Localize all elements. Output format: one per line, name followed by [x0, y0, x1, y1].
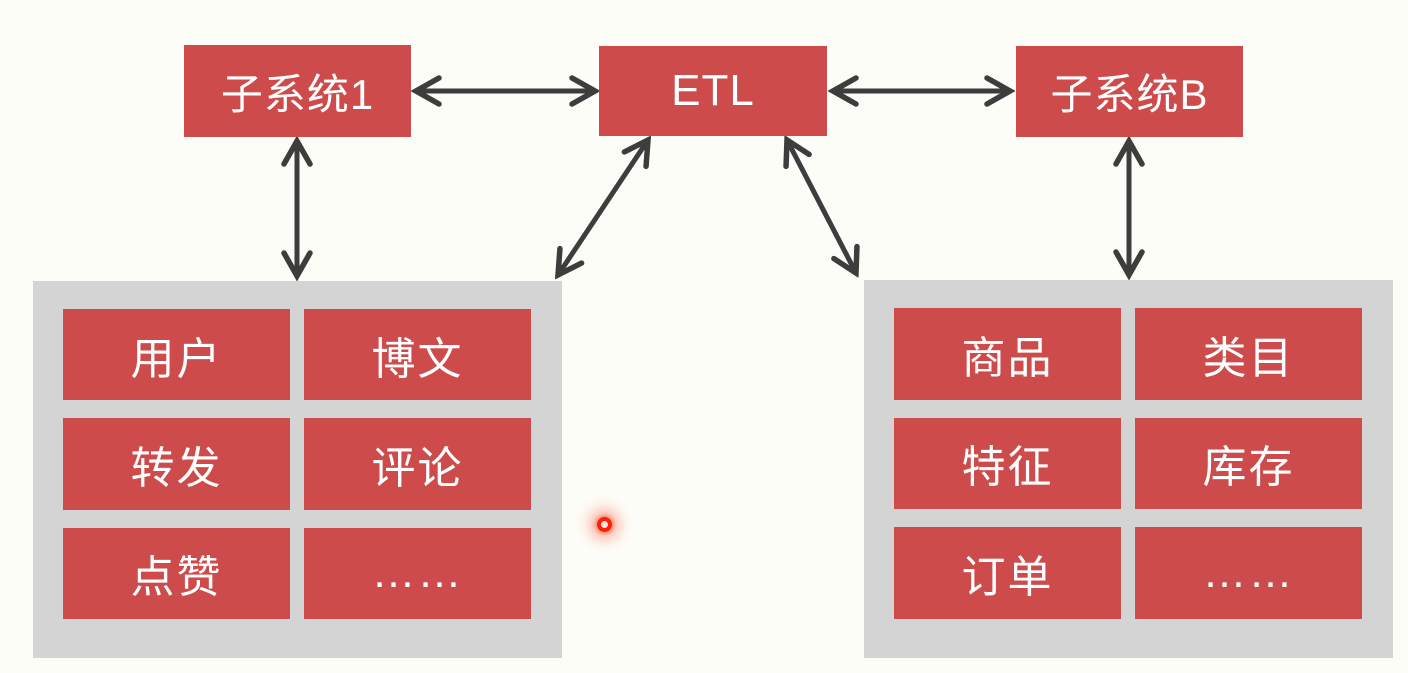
cell-more-left: ……: [304, 527, 531, 619]
node-etl-label: ETL: [671, 66, 755, 115]
cell-repost: 转发: [63, 418, 290, 510]
node-subsystem-1: 子系统1: [184, 45, 411, 137]
cell-blog: 博文: [304, 309, 531, 401]
cell-stock: 库存: [1135, 417, 1362, 510]
cell-feature: 特征: [894, 417, 1121, 510]
cell-category: 类目: [1135, 308, 1362, 400]
node-subsystem-b: 子系统B: [1016, 46, 1243, 137]
left-table-panel: 用户 博文 转发 评论 点赞 ……: [33, 281, 562, 658]
node-subsystem-b-label: 子系统B: [1050, 71, 1209, 118]
cell-comment: 评论: [304, 418, 531, 510]
cell-order: 订单: [894, 527, 1121, 619]
arrow-etl-right-panel: [787, 140, 856, 273]
cell-product: 商品: [894, 308, 1121, 400]
cell-user: 用户: [63, 309, 290, 401]
node-etl: ETL: [599, 46, 827, 136]
cell-more-right: ……: [1135, 527, 1362, 619]
arrow-etl-left-panel: [558, 140, 648, 275]
right-table-panel: 商品 类目 特征 库存 订单 ……: [864, 280, 1393, 658]
node-subsystem-1-label: 子系统1: [220, 70, 375, 118]
laser-pointer-dot: [597, 517, 612, 532]
cell-like: 点赞: [63, 527, 290, 619]
